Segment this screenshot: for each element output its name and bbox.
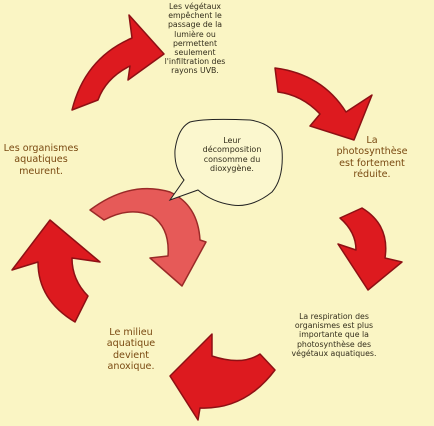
speech-bubble-shape (168, 118, 283, 206)
step-4-line-3: devient (112, 349, 150, 361)
step-2-line-4: réduite. (353, 168, 391, 180)
step-3-line-1: La respiration des (299, 312, 369, 321)
step-1-line-7: l'infiltration des (164, 57, 226, 67)
step-1-line-4: lumière ou (174, 29, 216, 39)
step-2-line-3: est fortement (339, 157, 405, 169)
step-2-line-1: La (366, 135, 378, 146)
step-label-anoxic: Le milieu aquatique devient anoxique. (88, 327, 174, 372)
cycle-arrow-right (337, 207, 403, 291)
step-label-respiration: La respiration des organismes est plus i… (272, 312, 396, 358)
step-label-photosynthesis-reduced: La photosynthèse est fortement réduite. (318, 135, 426, 180)
bubble-line-3: consomme du (203, 154, 261, 164)
bubble-line-4: dioxygène. (210, 164, 254, 174)
bubble-line-1: Leur (223, 136, 241, 145)
step-1-line-8: rayons UVB. (171, 66, 219, 76)
step-1-line-6: seulement (174, 47, 216, 57)
step-3-line-4: photosynthèse des (296, 339, 372, 349)
inner-cycle-arrow (89, 187, 207, 287)
cycle-arrow-top (71, 14, 165, 111)
step-3-line-5: végétaux aquatiques. (291, 348, 377, 358)
step-5-line-2: aquatiques (14, 154, 68, 166)
step-3-line-2: organismes est plus (294, 321, 374, 331)
step-1-line-3: passage de la (167, 20, 223, 30)
step-5-line-1: Les organismes (3, 143, 79, 154)
step-2-line-2: photosynthèse (336, 146, 408, 158)
step-4-line-4: anoxique. (107, 360, 155, 372)
step-1-line-5: permettent (172, 38, 218, 48)
cycle-arrow-bottom (169, 333, 276, 421)
step-label-light-blocking: Les végétaux empêchent le passage de la … (145, 2, 245, 76)
step-5-line-3: meurent. (19, 165, 63, 177)
step-label-organisms-die: Les organismes aquatiques meurent. (0, 143, 82, 177)
step-1-line-2: empêchent le (168, 11, 222, 21)
step-3-line-3: importante que la (299, 330, 369, 340)
cycle-arrow-upper-right (274, 67, 373, 141)
step-4-line-1: Le milieu (109, 327, 153, 338)
speech-bubble-text: Leur décomposition consomme du dioxygène… (190, 136, 274, 174)
step-1-line-1: Les végétaux (168, 2, 222, 11)
bubble-line-2: décomposition (202, 145, 262, 155)
step-4-line-2: aquatique (106, 338, 156, 350)
cycle-arrow-left (11, 219, 101, 323)
